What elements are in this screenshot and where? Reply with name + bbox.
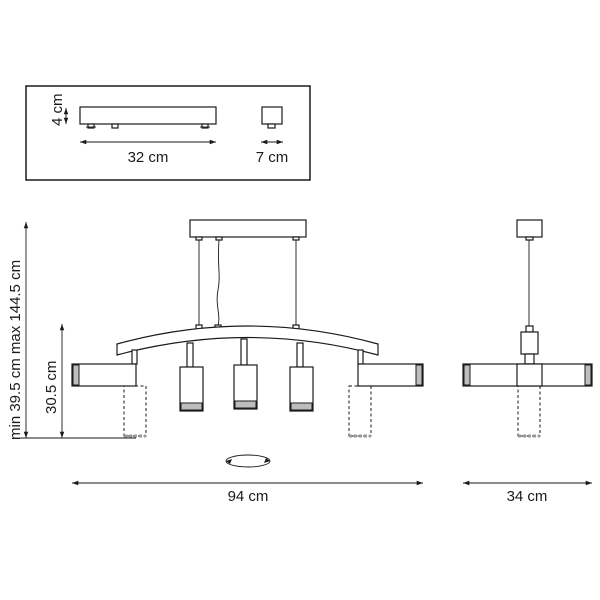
right-spotlight: [348, 349, 424, 438]
rotation-icon: [225, 454, 271, 468]
label-canopy-width: 7 cm: [256, 149, 289, 166]
left-spotlight: [71, 349, 147, 438]
curved-bar: [116, 325, 379, 356]
front-view: min 39.5 cm max 144.5 cm 30.5 cm 94 cm: [7, 219, 424, 505]
label-canopy-height: 4 cm: [49, 93, 66, 126]
canopy-inset: 4 cm 32 cm 7 cm: [25, 85, 311, 181]
label-total-height: min 39.5 cm max 144.5 cm: [7, 260, 24, 440]
label-body-height: 30.5 cm: [43, 361, 60, 414]
center-spotlights: [179, 338, 314, 412]
power-cord: [216, 239, 220, 327]
side-view: 34 cm: [462, 219, 593, 505]
canopy-side-view: [79, 106, 217, 129]
label-canopy-length: 32 cm: [128, 149, 169, 166]
label-total-depth: 34 cm: [507, 488, 548, 505]
side-canopy: [516, 219, 543, 238]
inset-frame: [25, 85, 311, 181]
label-total-width: 94 cm: [228, 488, 269, 505]
ceiling-canopy: [189, 219, 307, 238]
canopy-end-view: [261, 106, 283, 129]
